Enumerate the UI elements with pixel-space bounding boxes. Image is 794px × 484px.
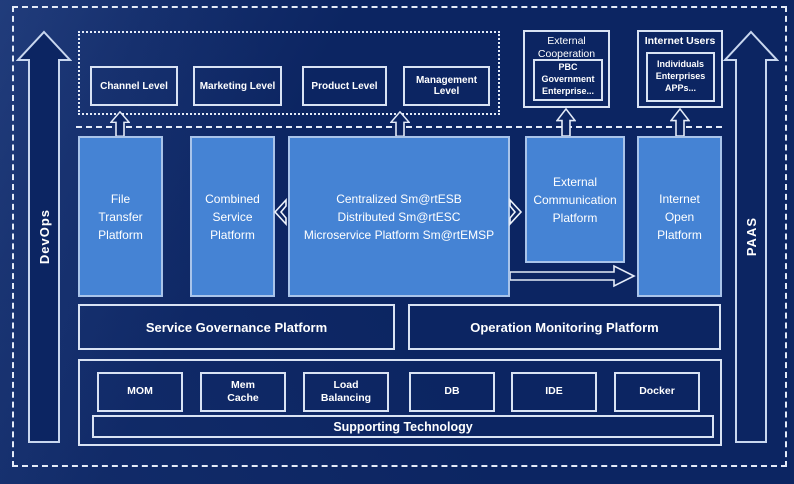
external-cooperation-title: External Cooperation bbox=[537, 35, 596, 61]
box-product-level: Product Level bbox=[302, 66, 387, 106]
chevron-right-icon bbox=[509, 198, 523, 226]
paas-label: PAAS bbox=[743, 217, 759, 257]
internet-users-box: Internet Users Individuals Enterprises A… bbox=[637, 30, 723, 108]
tech-box-mem-cache: Mem Cache bbox=[200, 372, 286, 412]
platform-internet-open: Internet Open Platform bbox=[637, 136, 722, 297]
supporting-technology-group bbox=[78, 359, 722, 446]
platform-combined-service: Combined Service Platform bbox=[190, 136, 275, 297]
box-channel-level: Channel Level bbox=[90, 66, 178, 106]
chevron-left-icon bbox=[273, 198, 287, 226]
box-operation-monitoring: Operation Monitoring Platform bbox=[408, 304, 721, 350]
platform-esb-suite: Centralized Sm@rtESB Distributed Sm@rtES… bbox=[288, 136, 510, 297]
internet-users-title: Internet Users bbox=[644, 35, 716, 47]
tech-box-db: DB bbox=[409, 372, 495, 412]
devops-label: DevOps bbox=[36, 209, 52, 265]
up-arrow-icon bbox=[110, 111, 130, 137]
box-service-governance: Service Governance Platform bbox=[78, 304, 395, 350]
up-arrow-icon bbox=[390, 111, 410, 137]
outer-boundary bbox=[12, 6, 787, 467]
tech-box-docker: Docker bbox=[614, 372, 700, 412]
external-cooperation-members: PBC Government Enterprise... bbox=[533, 59, 603, 101]
supporting-technology-bar: Supporting Technology bbox=[92, 415, 714, 438]
platform-file-transfer: File Transfer Platform bbox=[78, 136, 163, 297]
external-cooperation-box: External Cooperation PBC Government Ente… bbox=[523, 30, 610, 108]
box-management-level: Management Level bbox=[403, 66, 490, 106]
up-arrow-icon bbox=[670, 108, 690, 137]
up-arrow-icon bbox=[723, 30, 779, 443]
platform-external-communication: External Communication Platform bbox=[525, 136, 625, 263]
devops-arrow: DevOps bbox=[16, 30, 72, 444]
tech-box-mom: MOM bbox=[97, 372, 183, 412]
flow-arrow-right-icon bbox=[510, 264, 636, 288]
up-arrow-icon bbox=[556, 108, 576, 137]
tech-box-load-balancing: Load Balancing bbox=[303, 372, 389, 412]
internet-users-members: Individuals Enterprises APPs... bbox=[646, 52, 715, 102]
box-marketing-level: Marketing Level bbox=[193, 66, 282, 106]
up-arrow-icon bbox=[16, 30, 72, 443]
tech-box-ide: IDE bbox=[511, 372, 597, 412]
paas-arrow: PAAS bbox=[723, 30, 779, 444]
levels-group bbox=[78, 31, 500, 115]
